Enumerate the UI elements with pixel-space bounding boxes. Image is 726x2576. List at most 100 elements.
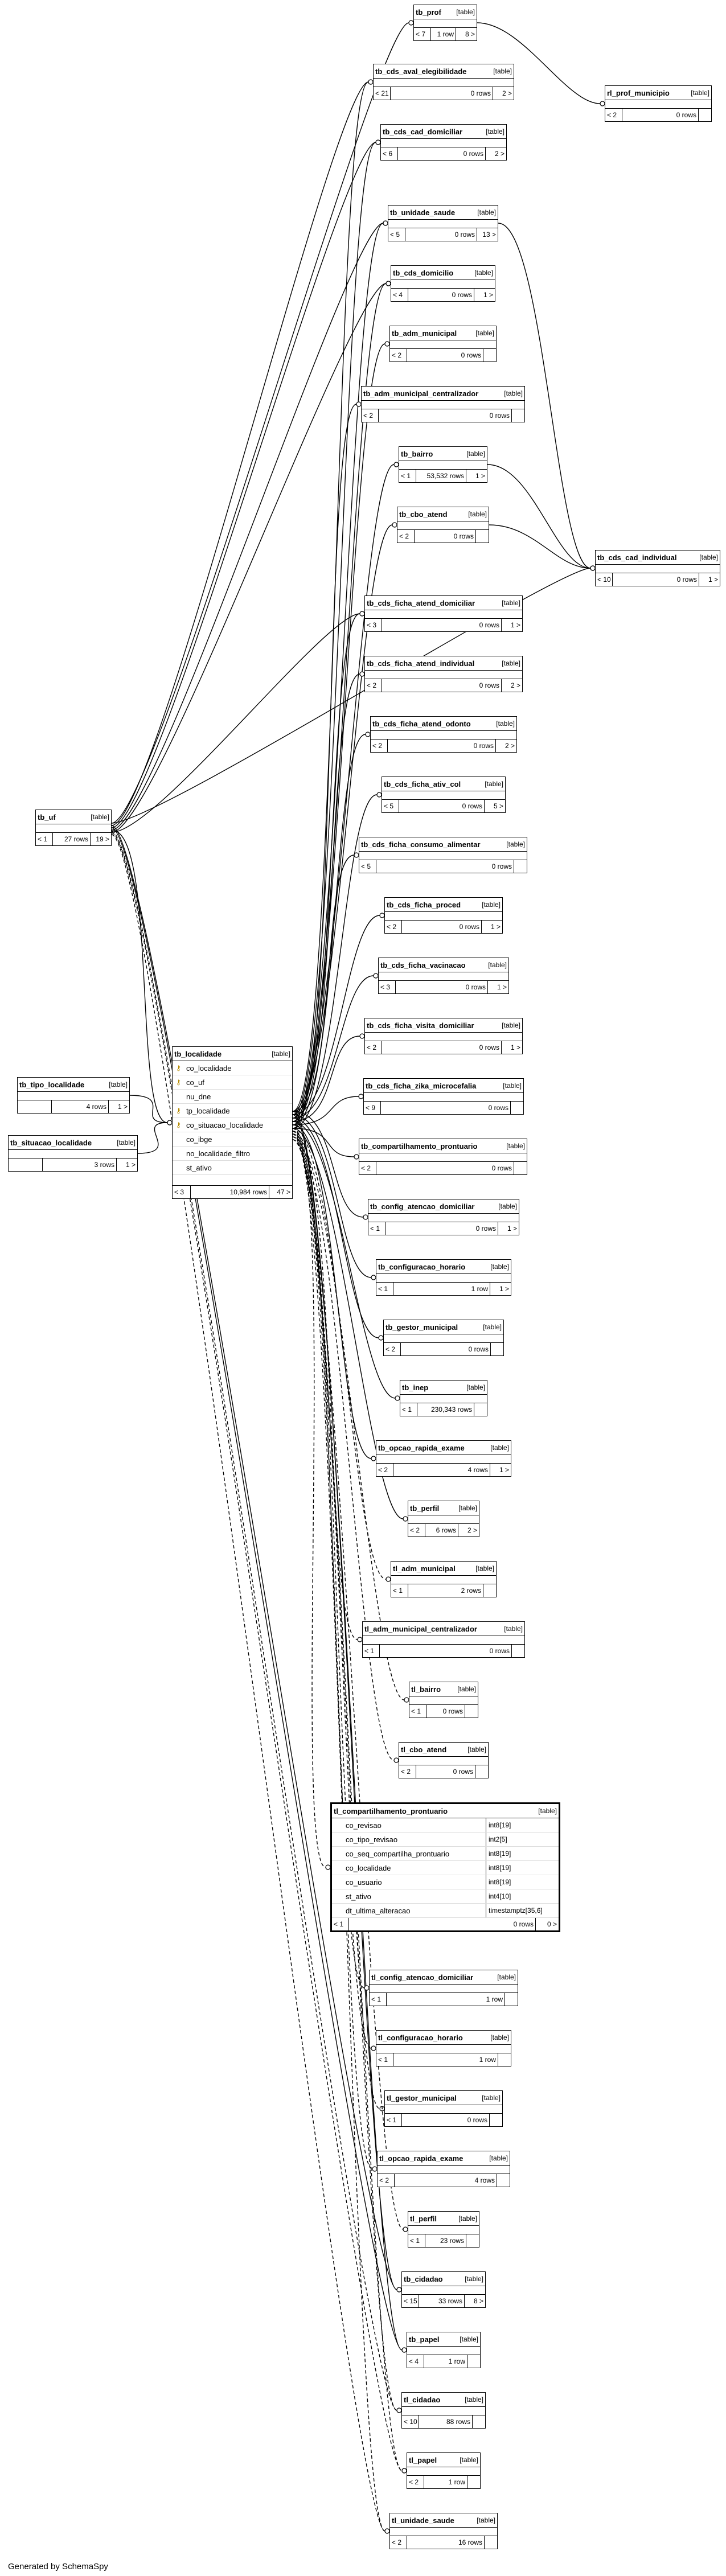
column-row[interactable]: no_localidade_filtro	[173, 1147, 292, 1161]
parent-count[interactable]: < 10	[596, 573, 613, 586]
child-count[interactable]: 1 >	[497, 983, 507, 991]
table-tb-cds-ficha-consumo-alimentar[interactable]: tb_cds_ficha_consumo_alimentar[table]< 5…	[359, 837, 527, 873]
child-count[interactable]: 1 >	[125, 1161, 136, 1169]
parent-count[interactable]: < 10	[402, 2415, 419, 2428]
parent-count[interactable]: < 1	[376, 2053, 393, 2066]
child-count[interactable]: 8 >	[465, 30, 475, 38]
child-count[interactable]	[514, 860, 527, 873]
parent-count[interactable]: < 5	[388, 228, 405, 241]
parent-count[interactable]: < 2	[376, 1464, 393, 1476]
child-count[interactable]: 1 >	[499, 1466, 509, 1474]
parent-count[interactable]: < 2	[362, 409, 379, 422]
table-name[interactable]: tb_inep	[402, 1383, 429, 1392]
parent-count[interactable]: < 1	[332, 1918, 349, 1930]
child-count[interactable]: 2 >	[494, 150, 504, 158]
child-count[interactable]: 1 >	[499, 1285, 509, 1293]
parent-count[interactable]: < 9	[364, 1102, 381, 1114]
child-count[interactable]: 1 >	[708, 576, 718, 584]
table-name[interactable]: tl_perfil	[410, 2214, 437, 2223]
table-name[interactable]: tl_config_atencao_domiciliar	[371, 1973, 474, 1982]
child-count[interactable]: 1 >	[475, 472, 485, 480]
child-count[interactable]	[483, 1584, 496, 1597]
child-count[interactable]	[512, 1645, 524, 1657]
table-name[interactable]: tb_cds_cad_domiciliar	[383, 127, 463, 136]
child-count[interactable]: 2 >	[467, 1526, 477, 1534]
parent-count[interactable]: < 2	[390, 349, 407, 361]
parent-count[interactable]: < 2	[399, 1765, 416, 1778]
table-name[interactable]: tl_unidade_saude	[392, 2516, 454, 2525]
table-name[interactable]: tb_cds_ficha_visita_domiciliar	[367, 1021, 474, 1030]
parent-count[interactable]: < 4	[407, 2355, 424, 2368]
parent-count[interactable]: < 2	[378, 2174, 395, 2187]
column-row[interactable]: ⚷co_uf	[173, 1075, 292, 1090]
parent-count[interactable]: < 1	[385, 2114, 402, 2126]
table-name[interactable]: tb_cds_ficha_atend_individual	[367, 659, 475, 668]
parent-count[interactable]: < 1	[363, 1645, 380, 1657]
table-name[interactable]: rl_prof_municipio	[607, 88, 670, 97]
child-count[interactable]: 13 >	[482, 231, 496, 239]
child-count[interactable]	[467, 2355, 480, 2368]
parent-count[interactable]: < 1	[391, 1584, 408, 1597]
table-name[interactable]: tb_cds_ficha_proced	[387, 900, 461, 909]
child-count[interactable]: 47 >	[277, 1188, 290, 1196]
child-count[interactable]: 19 >	[96, 835, 109, 843]
child-count[interactable]	[476, 530, 489, 543]
column-row[interactable]: ⚷tp_localidade	[173, 1104, 292, 1118]
child-count[interactable]	[497, 2174, 510, 2187]
table-tb-cds-ficha-visita-domiciliar[interactable]: tb_cds_ficha_visita_domiciliar[table]< 2…	[364, 1018, 523, 1054]
column-row[interactable]: ⚷co_situacao_localidade	[173, 1118, 292, 1132]
parent-count[interactable]: < 2	[385, 921, 402, 933]
table-name[interactable]: tl_compartilhamento_prontuario	[334, 1806, 448, 1815]
table-name[interactable]: tb_tipo_localidade	[19, 1080, 85, 1089]
child-count[interactable]: 1 >	[483, 291, 493, 299]
child-count[interactable]: 2 >	[504, 742, 515, 750]
child-count[interactable]	[498, 2053, 511, 2066]
table-name[interactable]: tb_bairro	[401, 449, 433, 458]
child-count[interactable]: 2 >	[502, 89, 512, 97]
parent-count[interactable]: < 3	[173, 1186, 191, 1198]
table-tl-compartilhamento-prontuario[interactable]: tl_compartilhamento_prontuario [table] c…	[330, 1802, 560, 1932]
parent-count[interactable]: < 1	[399, 470, 416, 482]
child-count[interactable]	[514, 1162, 527, 1174]
table-name[interactable]: tb_situacao_localidade	[10, 1138, 92, 1147]
table-name[interactable]: tb_cds_ficha_atend_odonto	[372, 719, 471, 728]
parent-count[interactable]: < 1	[409, 1705, 426, 1718]
child-count[interactable]	[467, 2476, 480, 2488]
table-name[interactable]: tb_cds_ficha_consumo_alimentar	[361, 840, 481, 849]
column-row[interactable]: nu_dne	[173, 1090, 292, 1104]
parent-count[interactable]: < 2	[371, 739, 388, 752]
table-name[interactable]: tb_opcao_rapida_exame	[378, 1443, 465, 1452]
parent-count[interactable]: < 2	[390, 2536, 407, 2549]
child-count[interactable]	[466, 2234, 479, 2247]
parent-count[interactable]: < 2	[605, 109, 622, 121]
parent-count[interactable]: < 3	[379, 981, 396, 993]
table-name[interactable]: tb_cds_ficha_ativ_col	[384, 779, 461, 788]
table-tb-cds-ficha-zika-microcefalia[interactable]: tb_cds_ficha_zika_microcefalia[table]< 9…	[363, 1078, 524, 1115]
child-count[interactable]: 2 >	[510, 681, 520, 689]
table-name[interactable]: tb_cds_domicilio	[393, 268, 454, 277]
